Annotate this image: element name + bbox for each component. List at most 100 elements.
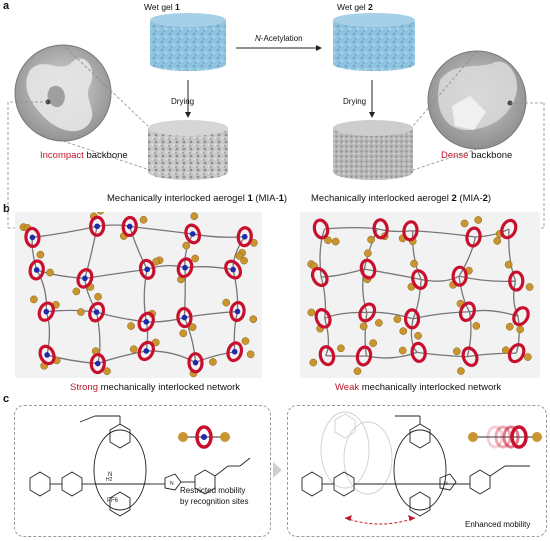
macrocycle-ring <box>226 341 244 363</box>
stopper-bead <box>29 295 38 304</box>
stopper-bead <box>127 322 135 330</box>
strand <box>146 316 185 323</box>
stopper-bead <box>190 212 199 221</box>
strand <box>45 311 51 356</box>
recognition-site <box>192 359 199 366</box>
strand <box>36 269 48 312</box>
aerogel-2-label: Mechanically interlocked aerogel 2 (MIA-… <box>311 193 492 204</box>
strand <box>32 225 98 239</box>
strand <box>232 269 239 312</box>
strand <box>129 226 148 270</box>
stopper-bead <box>77 308 85 316</box>
recognition-site <box>33 267 40 273</box>
strand <box>129 225 193 235</box>
recognition-site <box>181 314 188 321</box>
strand <box>324 318 330 356</box>
recognition-site <box>143 348 150 354</box>
strand <box>366 311 414 320</box>
recognition-site <box>231 348 238 355</box>
panel-label-c: c <box>3 393 10 405</box>
stopper-bead <box>246 350 255 359</box>
stopper-bead <box>249 315 258 324</box>
stopper-bead <box>504 260 513 269</box>
stopper-bead <box>399 327 408 335</box>
recognition-site <box>29 234 36 241</box>
strand <box>467 352 517 358</box>
macrocycle-ring <box>355 345 373 367</box>
stopper-bead <box>46 268 54 277</box>
macrocycle-ring <box>37 301 55 322</box>
macrocycle-ring <box>310 266 329 288</box>
macrocycle-ring <box>507 343 526 364</box>
macrocycle-ring <box>372 218 389 240</box>
recognition-site <box>94 360 101 367</box>
n-acetylation-label: N-Acetylation <box>255 34 303 43</box>
panel-c-left-box <box>14 405 271 537</box>
recognition-site <box>126 223 133 230</box>
strand <box>36 269 85 279</box>
stopper-bead <box>523 353 532 361</box>
transition-arrow <box>273 462 282 478</box>
zoom-circle-left <box>14 44 112 142</box>
recognition-site <box>93 309 100 315</box>
macrocycle-ring <box>403 308 421 330</box>
strand <box>324 226 378 230</box>
recognition-site <box>144 266 151 273</box>
aerogel-1-cylinder <box>148 120 228 180</box>
panel-label-b: b <box>3 203 10 215</box>
stopper-bead <box>129 345 138 354</box>
strand <box>324 311 367 319</box>
macrocycle-ring <box>512 306 530 327</box>
recognition-site <box>43 308 50 315</box>
macrocycle-ring <box>359 258 377 280</box>
stopper-bead <box>36 250 45 259</box>
strand <box>469 309 519 317</box>
strand <box>84 268 148 279</box>
stopper-bead <box>525 283 534 291</box>
strand <box>320 276 327 319</box>
recognition-site <box>182 264 188 271</box>
macrocycle-ring <box>236 226 253 248</box>
strand <box>96 311 147 323</box>
stopper-bead <box>179 329 188 338</box>
stopper-bead <box>209 358 217 366</box>
stopper-bead <box>398 346 407 355</box>
wet-gel-2-label: Wet gel 2 <box>337 2 373 12</box>
network-strands <box>31 224 246 365</box>
strand <box>377 228 413 233</box>
strand <box>321 268 365 278</box>
recognition-site <box>143 319 150 325</box>
stopper-bead <box>152 257 160 266</box>
stopper-bead <box>375 319 383 327</box>
macrocycle-ring <box>121 215 138 238</box>
macrocycle-ring <box>38 344 56 366</box>
recognition-site <box>241 233 248 240</box>
recognition-site <box>44 352 50 358</box>
zoom-circle-right <box>427 50 527 150</box>
strand <box>319 228 326 278</box>
macrocycle-ring <box>465 226 482 248</box>
strand <box>84 226 98 279</box>
strand <box>143 269 148 322</box>
strand <box>146 350 196 364</box>
recognition-site <box>94 223 100 230</box>
stopper-bead <box>505 322 514 331</box>
stopper-bead <box>363 249 372 258</box>
wet-gel-1-label: Wet gel 1 <box>144 2 180 12</box>
macrocycle-ring <box>88 301 106 323</box>
macrocycle-ring <box>451 265 468 287</box>
stopper-bead <box>493 237 502 245</box>
wet-gel-2-cylinder <box>333 13 415 71</box>
macrocycle-ring <box>229 300 246 323</box>
macrocycle-ring <box>89 215 106 237</box>
stopper-bead <box>235 252 244 260</box>
recognition-site <box>234 308 241 315</box>
recognition-site <box>189 231 196 237</box>
strand <box>412 279 422 320</box>
strand <box>95 311 101 364</box>
strand <box>145 321 149 352</box>
macrocycle-ring <box>358 302 377 323</box>
macrocycle-ring <box>312 218 330 240</box>
stopper-bead <box>324 236 332 245</box>
